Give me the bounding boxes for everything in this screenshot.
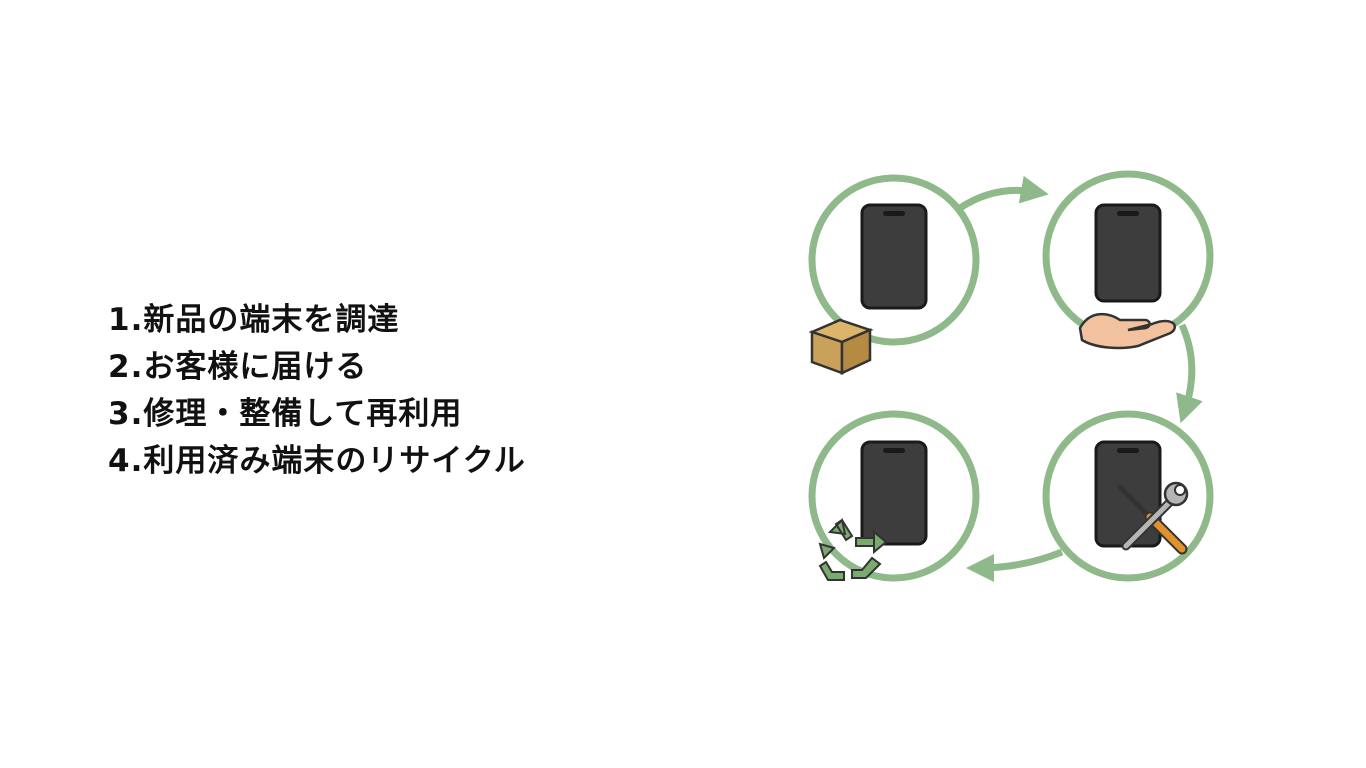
step-4-recycle-used-devices: 4.利用済み端末のリサイクル <box>108 443 526 479</box>
cycle-node-procure <box>808 174 980 375</box>
step-1-procure-new-devices: 1.新品の端末を調達 <box>108 302 400 338</box>
recycle-icon <box>818 517 888 581</box>
step-list: 1.新品の端末を調達 2.お客様に届ける 3.修理・整備して再利用 4.利用済み… <box>108 297 526 485</box>
smartphone-icon <box>1094 203 1162 303</box>
cycle-node-repair <box>1042 410 1214 582</box>
lifecycle-diagram <box>808 170 1214 582</box>
cycle-node-recycle <box>808 410 980 582</box>
step-3-repair-and-reuse: 3.修理・整備して再利用 <box>108 396 463 432</box>
smartphone-icon <box>860 203 928 310</box>
wrench-screwdriver-icon <box>1117 481 1189 555</box>
smartphone-icon <box>860 440 928 546</box>
arrow-3-to-4 <box>966 548 1064 582</box>
cycle-node-deliver <box>1042 170 1214 350</box>
cardboard-box-icon <box>808 318 874 375</box>
arrow-2-to-3 <box>1176 323 1203 424</box>
step-2-deliver-to-customer: 2.お客様に届ける <box>108 349 368 385</box>
open-hand-icon <box>1078 313 1176 350</box>
arrow-1-to-2 <box>958 175 1049 211</box>
